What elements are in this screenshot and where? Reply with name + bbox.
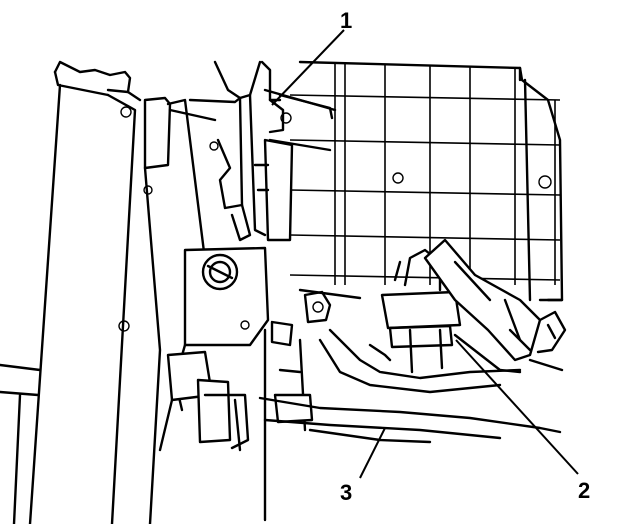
callout-label-2: 2 xyxy=(578,478,590,503)
upper-clip-bracket xyxy=(213,60,337,242)
callout-label-3: 3 xyxy=(340,480,352,505)
mounting-plate xyxy=(173,246,270,412)
callout-leaders xyxy=(271,29,579,479)
vertical-bracket xyxy=(143,96,242,524)
lower-fitting xyxy=(158,350,250,452)
grille-panel xyxy=(289,60,564,302)
left-frame-rail xyxy=(0,60,153,524)
channel-trough xyxy=(318,298,564,394)
callout-label-1: 1 xyxy=(340,8,352,33)
